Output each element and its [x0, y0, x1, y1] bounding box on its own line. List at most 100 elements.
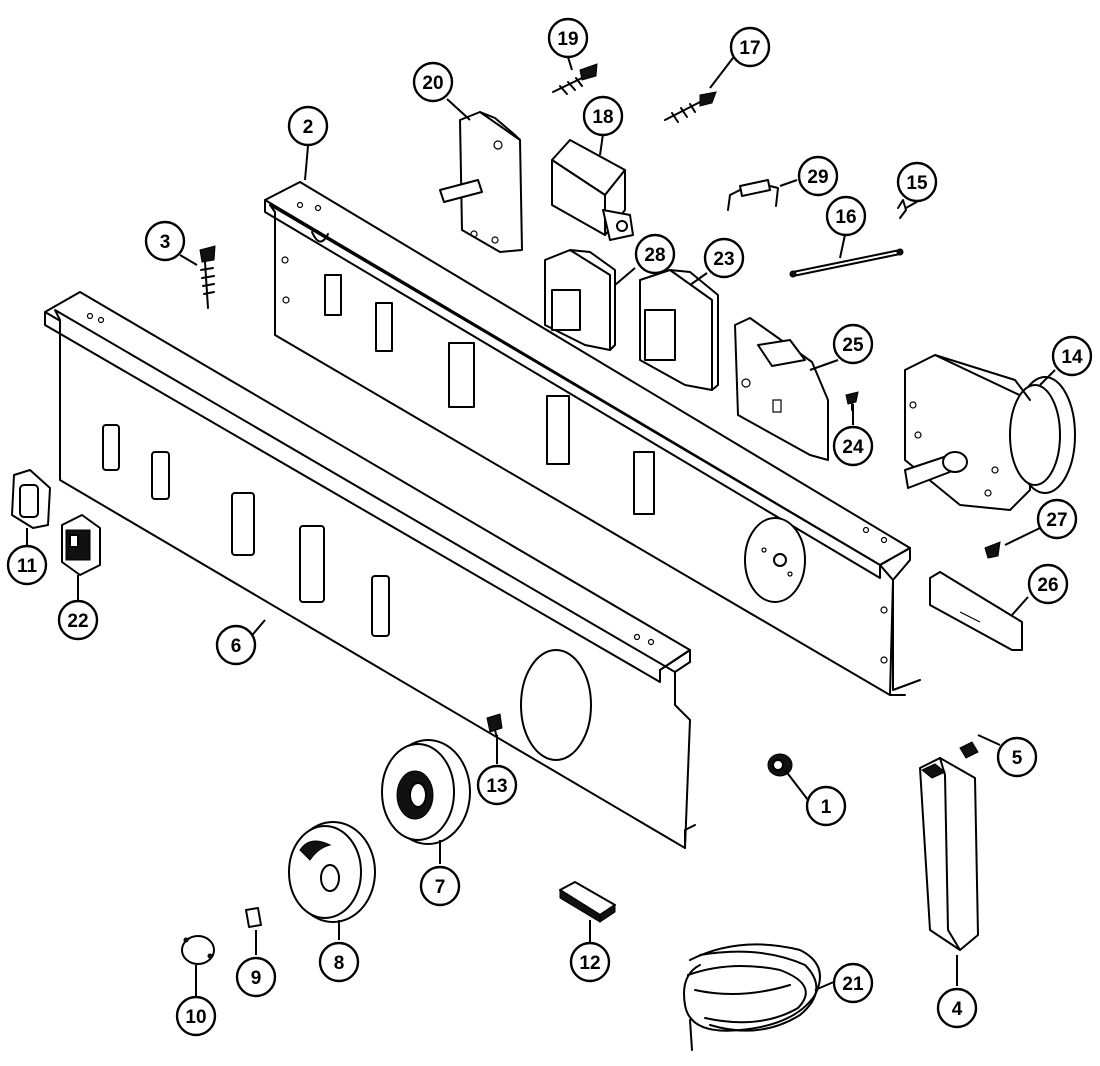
callout-number: 15: [906, 173, 928, 194]
callout-circle: [1027, 563, 1069, 605]
callout-number: 21: [842, 974, 864, 995]
callout-number: 13: [486, 776, 507, 797]
callout-part-23: 23: [703, 237, 745, 279]
callout-number: 8: [334, 953, 345, 974]
callout-number: 19: [557, 29, 578, 50]
callout-number: 6: [231, 636, 242, 657]
callout-circle: [634, 233, 676, 275]
callout-part-26: 26: [1027, 563, 1069, 605]
relay-part-18: [551, 139, 634, 241]
callout-circle: [825, 195, 867, 237]
callout-number: 23: [713, 249, 734, 270]
clip-part-15: [897, 199, 907, 219]
callout-circle: [175, 995, 217, 1037]
callout-circle: [1036, 498, 1078, 540]
callout-circle: [235, 956, 277, 998]
callout-number: 25: [842, 335, 864, 356]
callout-circle: [547, 17, 589, 59]
callout-part-7: 7: [419, 865, 461, 907]
timer-motor-part-14: [904, 354, 1076, 511]
callout-part-12: 12: [569, 941, 611, 983]
circuit-board-part-26: [929, 571, 1023, 651]
callout-circle: [569, 941, 611, 983]
callout-part-14: 14: [1051, 335, 1093, 377]
callout-part-16: 16: [825, 195, 867, 237]
callout-number: 17: [739, 38, 760, 59]
callout-number: 20: [422, 73, 443, 94]
callout-circle: [6, 544, 48, 586]
callout-circle: [832, 323, 874, 365]
pad-part-12: [559, 881, 616, 923]
callout-part-11: 11: [6, 544, 48, 586]
callout-circle: [996, 736, 1038, 778]
part-callouts: 1234567891011121314151617181920212223242…: [6, 17, 1093, 1037]
callout-number: 7: [435, 877, 446, 898]
fuse-part-29: [727, 179, 779, 211]
callout-part-18: 18: [582, 95, 624, 137]
callout-number: 3: [160, 232, 171, 253]
callout-circle: [797, 155, 839, 197]
callout-part-3: 3: [144, 220, 186, 262]
switch-part-23: [639, 269, 719, 391]
callout-part-13: 13: [476, 764, 518, 806]
callout-number: 11: [17, 556, 38, 577]
callout-part-19: 19: [547, 17, 589, 59]
screw-part-27: [984, 541, 1001, 559]
callout-number: 26: [1037, 575, 1058, 596]
callout-circle: [419, 865, 461, 907]
callout-number: 24: [842, 437, 864, 458]
switch-part-22: [61, 514, 101, 576]
rod-part-16: [789, 248, 904, 278]
clip-part-9: [245, 907, 262, 928]
callout-number: 22: [67, 611, 88, 632]
callout-part-29: 29: [797, 155, 839, 197]
knob-part-7: [381, 739, 471, 845]
callout-number: 12: [579, 953, 600, 974]
callout-part-28: 28: [634, 233, 676, 275]
callout-number: 27: [1046, 510, 1067, 531]
trim-part-4: [919, 757, 979, 951]
callout-number: 5: [1012, 748, 1023, 769]
screw-part-17: [664, 91, 717, 123]
callout-circle: [144, 220, 186, 262]
callout-part-24: 24: [832, 425, 874, 467]
callout-part-25: 25: [832, 323, 874, 365]
callout-number: 4: [952, 999, 963, 1020]
bracket-part-25: [734, 317, 829, 461]
callout-number: 2: [303, 117, 314, 138]
callout-part-21: 21: [832, 962, 874, 1004]
callout-part-17: 17: [729, 26, 771, 68]
nut-part-1: [767, 753, 793, 777]
callout-circle: [318, 941, 360, 983]
callout-part-5: 5: [996, 736, 1038, 778]
screw-part-19: [552, 63, 598, 95]
callout-number: 10: [185, 1007, 206, 1028]
callout-part-6: 6: [215, 624, 257, 666]
callout-circle: [832, 962, 874, 1004]
bracket-part-20: [439, 111, 523, 253]
callout-circle: [936, 987, 978, 1029]
callout-part-15: 15: [896, 161, 938, 203]
callout-circle: [215, 624, 257, 666]
clip-part-5: [959, 741, 979, 759]
callout-circle: [896, 161, 938, 203]
callout-part-9: 9: [235, 956, 277, 998]
callout-part-1: 1: [805, 785, 847, 827]
front-control-panel: [44, 291, 696, 849]
callout-part-20: 20: [412, 61, 454, 103]
wire-harness-part-21: [683, 943, 821, 1051]
callout-circle: [805, 785, 847, 827]
callout-number: 29: [807, 167, 828, 188]
callout-circle: [703, 237, 745, 279]
callout-circle: [1051, 335, 1093, 377]
knob-part-8: [288, 821, 376, 923]
callout-number: 28: [644, 245, 665, 266]
callout-number: 9: [251, 968, 262, 989]
callout-part-10: 10: [175, 995, 217, 1037]
callout-circle: [832, 425, 874, 467]
callout-number: 18: [592, 107, 613, 128]
switch-part-11: [11, 469, 51, 529]
callout-circle: [57, 599, 99, 641]
